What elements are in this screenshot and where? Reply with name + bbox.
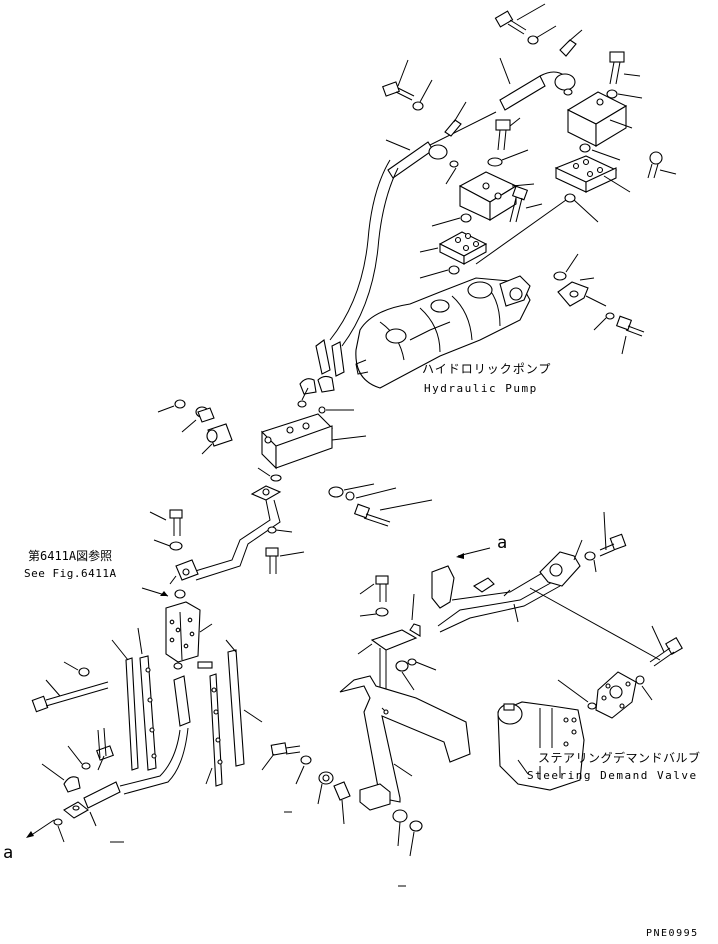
bolt-low-2 [96,727,114,771]
hydraulic-pump-label-jp: ハイドロリックポンプ [422,362,552,376]
washer-top-3 [606,89,618,99]
hose-low [173,675,191,727]
washer-mid-4 [169,541,183,551]
washer-low-3 [375,607,389,617]
hose-segment-2 [387,141,434,179]
lower-left-bolts [26,661,124,843]
o-ring-top-5 [564,193,576,203]
bolt-right-1 [599,511,627,557]
lower-left-valve [119,589,213,795]
washer-low-1 [78,667,90,677]
washer-low-6 [409,820,423,832]
bolt-top-4 [495,117,521,151]
clip-low-1 [63,776,81,793]
bolt-mid-3 [149,509,183,536]
hose-segment-1 [499,75,546,111]
bolt-right-2 [649,625,683,667]
o-ring-right-2 [587,702,597,710]
o-ring-low-3 [53,818,63,826]
o-ring-mid-1 [460,213,472,223]
lower-left-brackets [111,627,263,787]
lower-mid-bracket [261,575,471,887]
washer-top-1 [527,35,539,45]
o-ring-mid-4 [267,526,277,534]
o-ring-low-1 [174,589,186,599]
collar-low-1 [333,781,351,801]
valve-plate-left [419,213,488,279]
o-ring-pump-1 [553,271,567,281]
bolt-top-2 [382,59,415,101]
bolt-top-5 [509,185,543,223]
bracket-strip-4 [227,649,245,767]
nut-low-1 [395,660,409,672]
hose-lower-ends [297,339,354,414]
see-fig-arrow [141,587,169,597]
pipe-bracket-right [431,565,455,609]
o-ring-top-1 [563,88,573,96]
o-ring-top-2 [487,157,503,167]
o-ring-right-1 [635,675,645,685]
drawing-code: PNE0995 [646,928,699,939]
pump-fittings-right [553,253,645,355]
o-ring-hose-1 [297,400,307,408]
flange-1 [554,73,576,91]
washer-low-4 [407,658,417,666]
steering-demand-valve [497,701,585,791]
washer-low-5 [300,755,312,765]
bolt-mid-1 [353,499,433,527]
mid-block-assembly [149,399,433,585]
support-bracket-main [339,675,471,803]
valve-blocks-top [445,51,677,265]
washer-right-1 [584,551,596,561]
hose-end-2 [331,341,345,377]
pin-low [197,661,213,669]
steering-valve-label-en: Steering Demand Valve [527,769,698,782]
bracket-plate-low [370,629,418,651]
o-ring-low-2 [173,662,183,670]
pipe-fitting-right [473,577,495,593]
washer-low-2 [81,762,91,770]
bolt-mid-2 [265,547,305,574]
bolt-low-4 [261,742,301,771]
see-fig-label-en: See Fig.6411A [24,567,117,580]
steering-pipe-assembly [431,511,683,719]
o-ring-hose-2 [318,406,326,414]
see-fig-label-jp: 第6411A図参照 [28,549,113,563]
hydraulic-pump [355,275,531,389]
reference-a-top: a [497,533,508,553]
washer-mid-1 [174,399,186,409]
o-ring-mid-2 [448,265,460,275]
bolt-low-3 [359,575,389,602]
o-ring-top-4 [579,143,591,153]
reference-a-bottom: a [3,843,14,863]
hose-end-1 [315,339,331,375]
clip-low-2 [409,623,421,637]
bolt-low-1 [31,679,109,713]
washer-mid-2 [328,486,344,498]
washer-pump-1 [605,312,615,320]
bracket-foot [359,783,391,811]
flange-2 [428,144,448,160]
hydraulic-pump-label-en: Hydraulic Pump [424,382,538,395]
bolt-top-3 [609,51,641,85]
top-hose-assembly [329,3,583,347]
steering-valve-label-jp: ステアリングデマンドバルブ [538,751,701,765]
valve-body-low [165,601,201,663]
bolt-top-6 [647,151,677,179]
nut-low-2 [392,809,408,823]
washer-top-2 [412,101,424,111]
bracket-strip-2 [139,655,157,771]
bolt-top-1 [494,3,546,35]
bracket-strip-3 [209,673,223,787]
clip-top-2 [444,119,462,137]
bolt-pump-1 [615,315,645,355]
hose-low-fitting [83,781,121,809]
bracket-strip-1 [125,657,139,771]
clip-top-1 [559,39,577,57]
o-ring-top-3 [449,160,459,168]
o-ring-mid-3 [270,474,282,482]
washer-mid-3 [345,491,355,501]
